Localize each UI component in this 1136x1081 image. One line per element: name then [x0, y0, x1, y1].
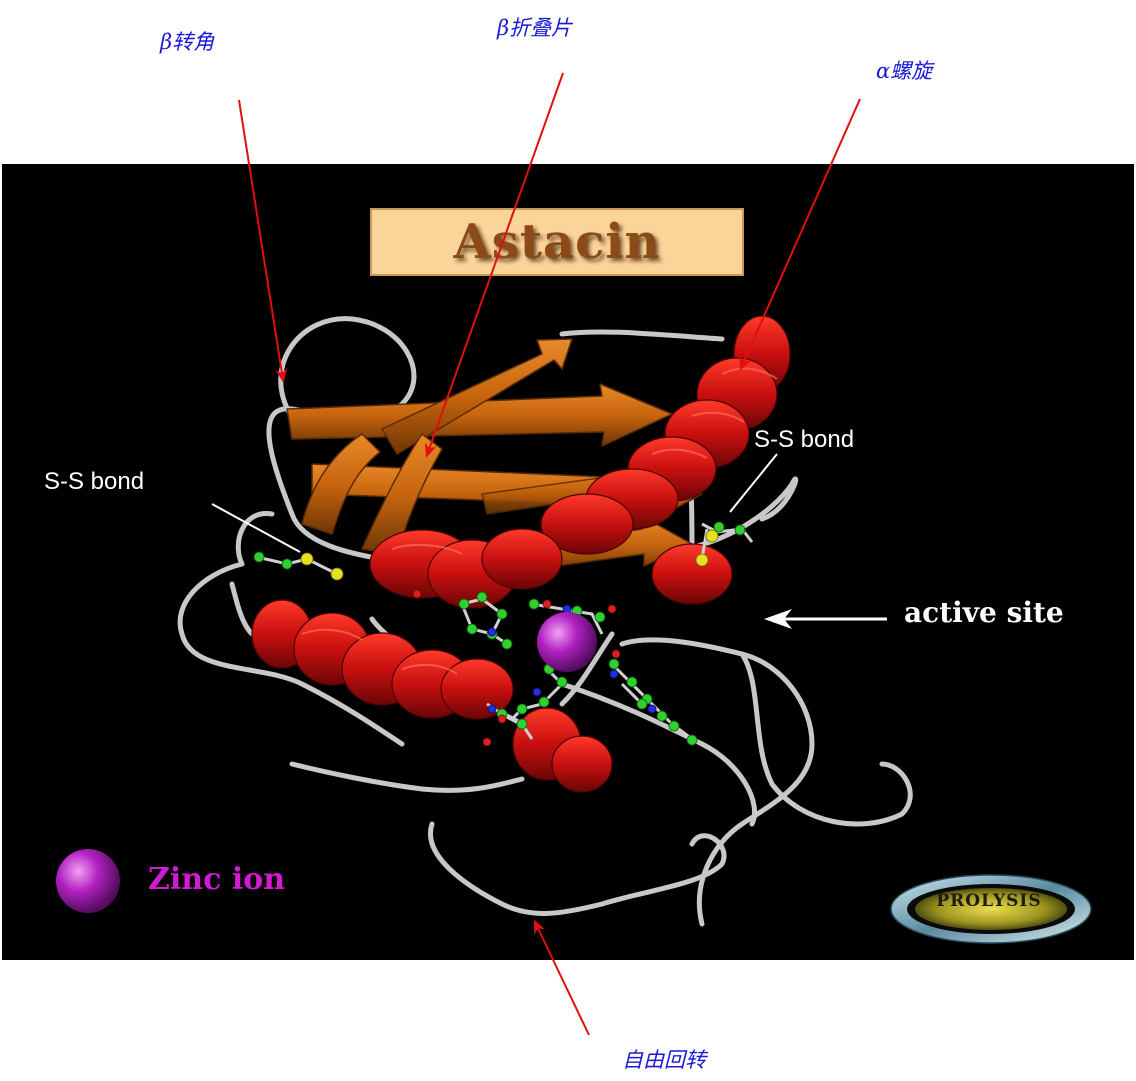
ss-bond-label-right: S-S bond [754, 426, 855, 453]
ball-and-stick-residues [253, 521, 754, 747]
callout-random-coil: 自由回转 [622, 1048, 706, 1072]
ss-bond-label-left: S-S bond [44, 468, 145, 495]
callout-alpha-helix: α螺旋 [876, 59, 933, 83]
zinc-ion-label: Zinc ion [148, 862, 286, 897]
active-site-arrow [764, 609, 887, 629]
arrow-beta-sheet [425, 72, 564, 458]
callout-beta-turn: β转角 [160, 30, 215, 54]
callout-beta-sheet: β折叠片 [497, 16, 573, 40]
zinc-legend-sphere [56, 849, 120, 913]
arrow-random-coil [533, 919, 590, 1036]
prolysis-logo-text: PROLYSIS [936, 891, 1042, 911]
protein-structure-figure: Astacin S-S bond S-S bond active site Zi… [2, 164, 1134, 960]
figure-title-box: Astacin [370, 208, 744, 276]
ss-bond-pointers [211, 453, 778, 553]
arrow-alpha-helix [739, 98, 861, 371]
figure-title: Astacin [453, 214, 661, 270]
prolysis-logo [890, 874, 1092, 944]
active-site-label: active site [904, 596, 1064, 629]
zinc-ion-sphere [537, 612, 597, 672]
protein-ribbon-drawing [56, 315, 1092, 944]
arrow-beta-turn [238, 99, 288, 383]
helix-highlights [301, 367, 778, 675]
